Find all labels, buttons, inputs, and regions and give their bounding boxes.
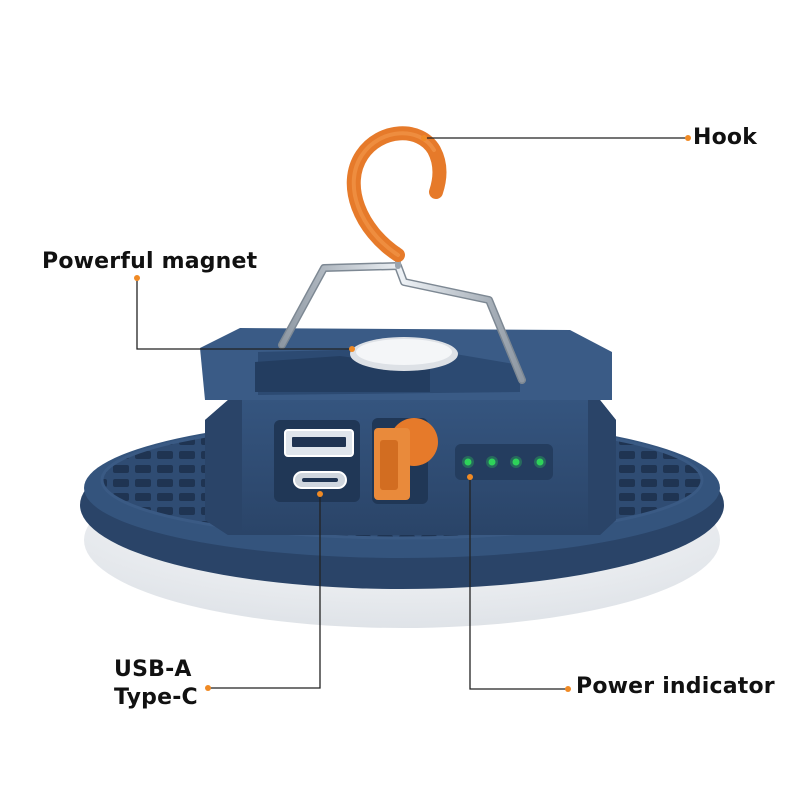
orange-hook: [346, 126, 447, 262]
label-power-indicator: Power indicator: [576, 674, 775, 699]
indicator-led: [512, 458, 520, 466]
indicator-led: [464, 458, 472, 466]
indicator-leds: [462, 456, 546, 468]
label-hook: Hook: [693, 125, 758, 150]
magnet-disc: [350, 337, 458, 371]
callout-lines: [136, 137, 688, 690]
indicator-led: [536, 458, 544, 466]
indicator-led: [488, 458, 496, 466]
power-indicator-panel: [455, 444, 553, 480]
callout-line-usb: [208, 494, 321, 689]
label-powerful-magnet: Powerful magnet: [42, 249, 258, 274]
callout-line-power: [469, 477, 568, 690]
callout-line-magnet: [136, 278, 352, 350]
orange-switch-knob: [372, 418, 438, 504]
label-usb-a: USB-A: [114, 657, 192, 682]
label-type-c: Type-C: [114, 685, 198, 710]
port-panel: [274, 420, 360, 502]
label-usb-ports: USB-A Type-C: [114, 656, 198, 712]
callout-dots: [134, 135, 691, 692]
